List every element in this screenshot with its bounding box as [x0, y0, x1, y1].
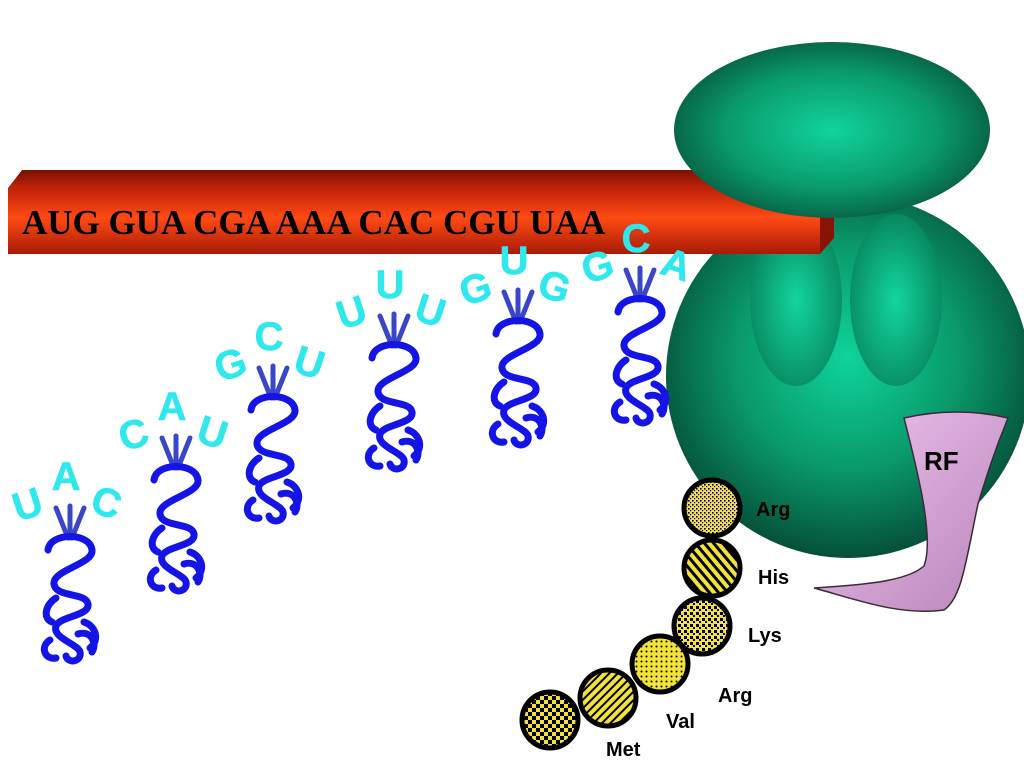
trna-body [610, 295, 670, 427]
trna-arm [501, 289, 519, 325]
trna-molecule: GCA [576, 217, 697, 427]
trna-arm [623, 267, 641, 303]
anticodon-letter: A [158, 385, 187, 429]
trna-body [40, 533, 100, 665]
trna-molecule: UAC [7, 455, 127, 665]
amino-acid-label: Arg [718, 685, 752, 707]
amino-acid-bead [681, 477, 743, 539]
anticodon-letter: G [454, 263, 497, 314]
amino-acid-bead [671, 595, 733, 657]
anticodon-letter: A [52, 455, 81, 499]
trna-arm [517, 289, 535, 325]
anticodon-letter: C [255, 315, 284, 359]
ribosome-site-right [850, 214, 942, 386]
anticodon-letter: U [289, 338, 330, 389]
amino-acid-bead [629, 633, 691, 695]
anticodon-letter: U [192, 408, 233, 459]
trna-arm [69, 505, 87, 541]
trna-molecule: CAU [113, 385, 233, 595]
amino-acid-bead [681, 537, 743, 599]
amino-acid-label: His [758, 567, 789, 589]
release-factor-label: RF [924, 446, 959, 476]
amino-acid-label: Lys [748, 625, 782, 647]
mrna-strand: AUG GUA CGA AAA CAC CGU UAA [8, 170, 834, 254]
anticodon-letter: U [331, 288, 372, 339]
amino-acid-label: Met [606, 739, 641, 761]
trna-body [146, 463, 206, 595]
trna-arm [53, 505, 71, 541]
anticodon-letter: U [7, 480, 48, 531]
trna-arm [159, 435, 177, 471]
trna-arm [393, 313, 411, 349]
trna-body [364, 341, 424, 473]
anticodon-letter: G [209, 339, 252, 390]
trna-arm [272, 365, 290, 401]
anticodon-letter: U [376, 263, 405, 307]
amino-acid-bead [577, 667, 639, 729]
ribosome-small-subunit [674, 42, 990, 218]
anticodon-letter: U [410, 286, 451, 337]
anticodon-letter: G [533, 261, 576, 312]
amino-acid-label: Arg [756, 499, 790, 521]
trna-body [243, 393, 303, 525]
mrna-sequence: AUG GUA CGA AAA CAC CGU UAA [22, 203, 606, 242]
release-factor: RF [813, 411, 1010, 613]
amino-acid-bead [519, 689, 581, 751]
anticodon-letter: U [500, 239, 529, 283]
trna-arm [175, 435, 193, 471]
amino-acid-label: Val [666, 711, 695, 733]
trna-body [488, 317, 548, 449]
trna-arm [256, 365, 274, 401]
anticodon-letter: C [113, 410, 154, 461]
anticodon-letter: C [86, 478, 127, 529]
trna-molecule: UUU [331, 263, 451, 473]
trna-arm [377, 313, 395, 349]
ribosome-site-left [750, 214, 842, 386]
trna-molecule: GUG [454, 239, 576, 449]
trna-arm [639, 267, 657, 303]
anticodon-letter: C [622, 217, 651, 261]
